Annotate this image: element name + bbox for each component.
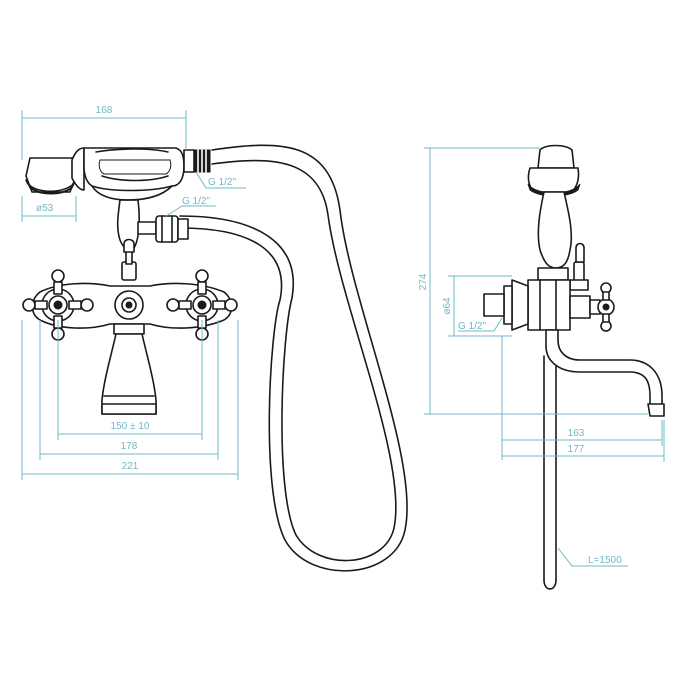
side-shower-head (527, 144, 581, 269)
side-mixer-body (483, 242, 615, 332)
dim-height: 274 (418, 273, 429, 290)
hand-shower (25, 147, 211, 195)
dim-spout-reach: 163 (568, 428, 585, 439)
dim-handshower-diameter: ø53 (36, 203, 54, 214)
side-view (483, 144, 665, 590)
shower-hose (179, 144, 408, 572)
hose-outlet (137, 215, 189, 243)
dim-inlet-spacing: 150 ± 10 (111, 421, 150, 432)
dim-outlet-thread: G 1/2" (182, 196, 210, 207)
dim-overall-width: 221 (122, 461, 139, 472)
dim-hose-thread: G 1/2" (208, 177, 236, 188)
dim-handshower-width: 168 (96, 105, 113, 116)
front-view (22, 144, 408, 572)
left-cross-handle (22, 269, 94, 341)
side-hose (543, 355, 557, 590)
dim-side-depth: 177 (568, 444, 585, 455)
shower-cradle (91, 185, 173, 251)
front-dimensions: 168 ø53 G 1/2" G 1/2" 150 ± 10 178 221 (21, 105, 246, 480)
bath-spout-front (101, 323, 157, 415)
dim-flange-diameter: ø64 (442, 297, 453, 315)
side-dimensions: 274 ø64 G 1/2" 163 177 L=1500 (418, 147, 665, 567)
dim-body-width: 178 (121, 441, 138, 452)
right-cross-handle (166, 269, 238, 341)
dim-hose-length: L=1500 (588, 555, 622, 566)
mixer-body (31, 282, 233, 329)
side-bath-spout (545, 329, 665, 417)
dim-inlet-thread: G 1/2" (458, 321, 486, 332)
diverter (121, 238, 137, 281)
